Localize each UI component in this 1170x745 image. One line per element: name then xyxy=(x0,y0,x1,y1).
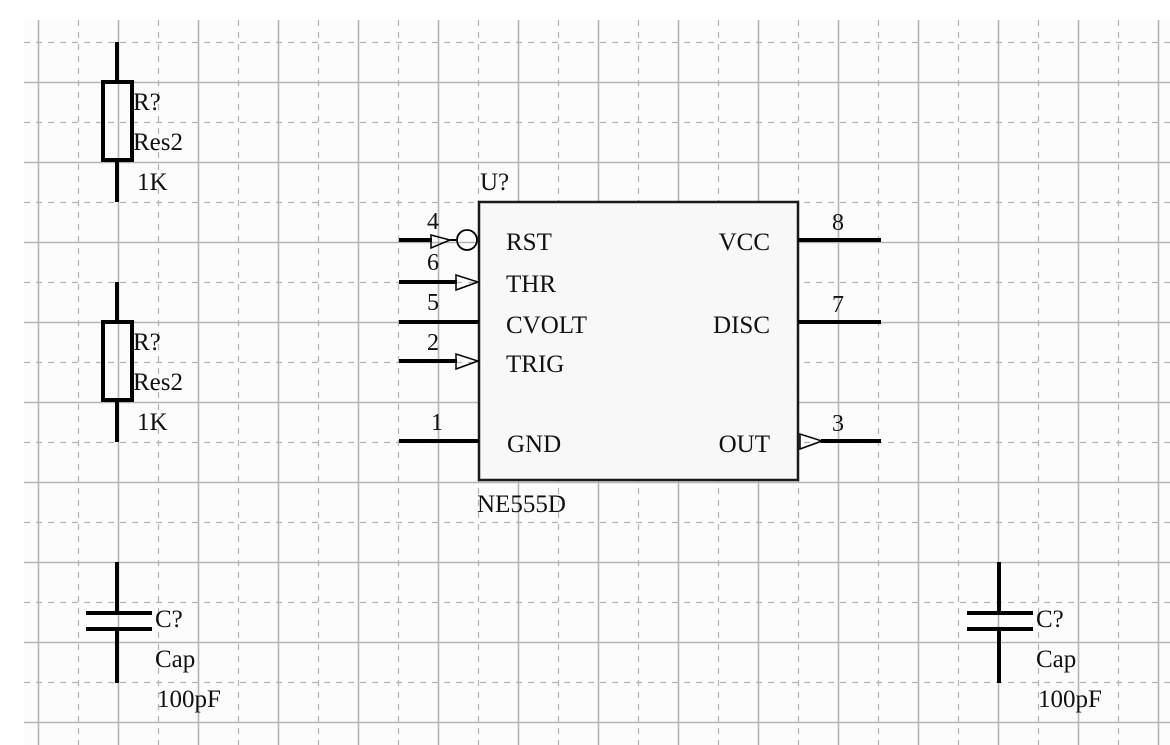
pin-name: THR xyxy=(506,271,556,298)
pin-left-0[interactable]: 4 RST xyxy=(399,209,552,256)
ic-part-name[interactable]: NE555D xyxy=(477,491,566,518)
grid xyxy=(24,20,1170,745)
pin-right-2[interactable]: 3 OUT xyxy=(719,411,881,458)
resistor-comment[interactable]: Res2 xyxy=(133,129,183,156)
pin-name: VCC xyxy=(719,229,770,256)
capacitor-comment[interactable]: Cap xyxy=(1036,646,1076,673)
pin-number: 7 xyxy=(832,292,844,318)
ic-designator[interactable]: U? xyxy=(480,169,509,196)
pin-name: RST xyxy=(506,229,552,256)
pin-name: DISC xyxy=(713,312,770,339)
pin-number: 5 xyxy=(427,290,439,316)
capacitor-value[interactable]: 100pF xyxy=(1038,686,1102,713)
ic-body xyxy=(477,200,800,482)
pin-number: 6 xyxy=(427,250,439,276)
capacitor-designator[interactable]: C? xyxy=(1036,606,1064,633)
resistor-designator[interactable]: R? xyxy=(133,89,161,116)
resistor-comment[interactable]: Res2 xyxy=(133,369,183,396)
pin-number: 2 xyxy=(427,330,439,356)
pin-name: CVOLT xyxy=(506,312,587,339)
pin-number: 4 xyxy=(427,209,439,235)
input-arrow-icon xyxy=(430,234,453,250)
pin-left-3[interactable]: 2 TRIG xyxy=(399,330,564,378)
capacitor-comment[interactable]: Cap xyxy=(155,646,195,673)
capacitor-designator[interactable]: C? xyxy=(155,606,183,633)
ic-u1[interactable]: U? NE555D 4 RST 6 THR 5 CVOLT 2 TRIG xyxy=(399,169,881,518)
pin-name: TRIG xyxy=(506,351,564,378)
pin-right-0[interactable]: 8 VCC xyxy=(719,210,881,256)
resistor-value[interactable]: 1K xyxy=(137,409,168,436)
capacitor-c1[interactable]: C? Cap 100pF xyxy=(86,562,221,713)
capacitor-value[interactable]: 100pF xyxy=(157,686,221,713)
pin-left-1[interactable]: 6 THR xyxy=(399,250,556,298)
inversion-bubble-icon xyxy=(456,229,478,251)
input-arrow-icon xyxy=(455,352,481,371)
resistor-r2[interactable]: R? Res2 1K xyxy=(101,282,183,442)
pin-left-2[interactable]: 5 CVOLT xyxy=(399,290,587,339)
resistor-r1[interactable]: R? Res2 1K xyxy=(101,42,183,202)
pin-left-4[interactable]: 1 GND xyxy=(399,410,561,458)
resistor-value[interactable]: 1K xyxy=(137,169,168,196)
pin-name: GND xyxy=(507,431,561,458)
pin-number: 3 xyxy=(832,411,844,437)
pin-number: 8 xyxy=(832,210,844,236)
pin-number: 1 xyxy=(431,410,443,436)
output-arrow-icon xyxy=(799,432,825,451)
resistor-designator[interactable]: R? xyxy=(133,329,161,356)
pin-right-1[interactable]: 7 DISC xyxy=(713,292,881,339)
pin-name: OUT xyxy=(719,431,770,458)
capacitor-c2[interactable]: C? Cap 100pF xyxy=(967,562,1102,713)
input-arrow-icon xyxy=(455,273,481,292)
